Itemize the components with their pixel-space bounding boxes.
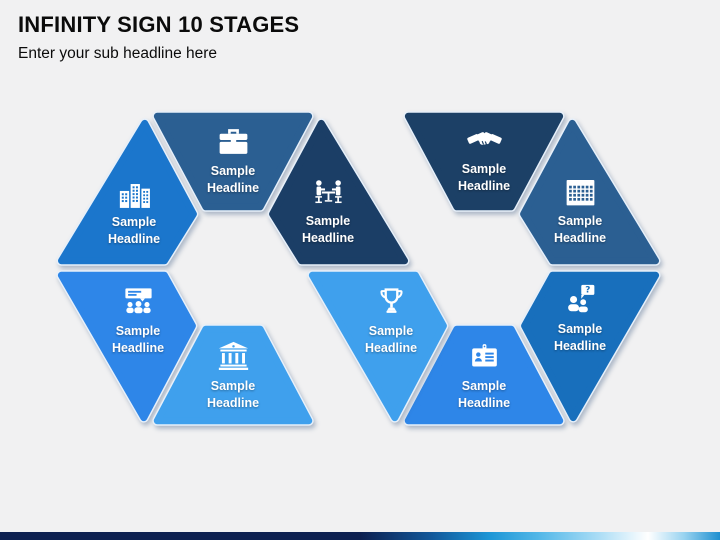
stage-shape-trophy <box>307 270 449 423</box>
stage-shape-people-question <box>519 270 661 423</box>
footer-gradient-bar <box>0 532 720 540</box>
slide-header: INFINITY SIGN 10 STAGES Enter your sub h… <box>18 12 299 63</box>
stage-shape-presentation <box>56 270 198 423</box>
stage-shape-handshake <box>403 111 565 212</box>
slide-title: INFINITY SIGN 10 STAGES <box>18 12 300 37</box>
slide-subtitle: Enter your sub headline here <box>18 45 218 62</box>
stage-shape-briefcase <box>152 111 314 212</box>
stage-shape-idcard <box>403 324 565 426</box>
stage-shape-bank <box>152 324 314 426</box>
